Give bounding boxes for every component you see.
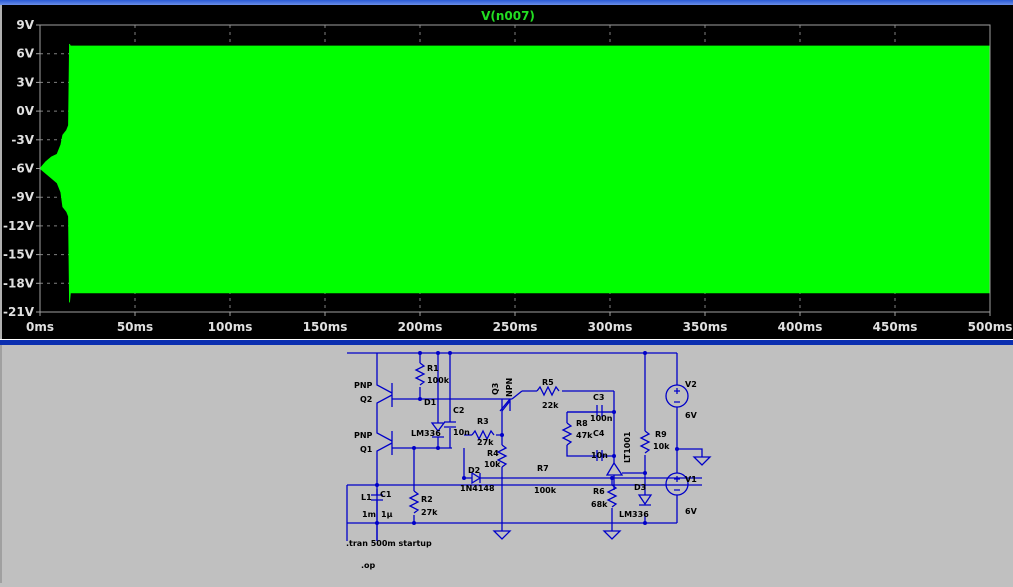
q2-ref-label[interactable]: Q2 [360,395,372,404]
c1-ref-label[interactable]: C1 [380,490,392,499]
r5-ref-label[interactable]: R5 [542,378,554,387]
x-tick-label: 400ms [778,320,823,334]
y-tick-label: -12V [3,219,35,233]
y-tick-label: -9V [11,190,34,204]
d3-value-label[interactable]: LM336 [619,510,649,519]
r8-ref-label[interactable]: R8 [576,419,588,428]
r3-ref-label[interactable]: R3 [477,417,489,426]
v2-value-label[interactable]: 6V [685,411,698,420]
c2-ref-label[interactable]: C2 [453,406,464,415]
d3-ref-label[interactable]: D3 [634,483,646,492]
c2-value-label[interactable]: 10n [453,428,470,437]
r9-value-label[interactable]: 10k [653,442,670,451]
x-tick-label: 0ms [26,320,54,334]
y-tick-label: -3V [11,133,34,147]
v1-ref-label[interactable]: V1 [685,475,697,484]
d2-value-label[interactable]: 1N4148 [460,484,495,493]
spice-directive-tran[interactable]: .tran 500m startup [346,539,432,548]
y-tick-label: 3V [16,75,34,89]
trace-vn007[interactable] [39,43,991,303]
schematic-wires [346,352,712,541]
r1-ref-label[interactable]: R1 [427,364,439,373]
r7-value-label[interactable]: 100k [534,486,557,495]
q1-ref-label[interactable]: Q1 [360,445,373,454]
r1-value-label[interactable]: 100k [427,376,450,385]
c3-ref-label[interactable]: C3 [593,393,604,402]
x-tick-label: 150ms [303,320,348,334]
pane-divider[interactable] [0,339,1013,345]
c4-value-label[interactable]: 10n [591,451,608,460]
x-tick-label: 200ms [398,320,443,334]
r4-value-label[interactable]: 10k [484,460,501,469]
r6-value-label[interactable]: 68k [591,500,608,509]
trace-layer [39,43,991,303]
v1-value-label[interactable]: 6V [685,507,698,516]
r2-ref-label[interactable]: R2 [421,495,433,504]
spice-directive-op[interactable]: .op [361,561,376,570]
r4-ref-label[interactable]: R4 [487,449,499,458]
r3-value-label[interactable]: 27k [477,438,494,447]
r2-value-label[interactable]: 27k [421,508,438,517]
y-tick-label: -6V [11,162,34,176]
x-tick-label: 450ms [873,320,918,334]
q1-type-label[interactable]: PNP [354,431,373,440]
x-tick-label: 50ms [117,320,153,334]
u1-value-label[interactable]: LT1001 [623,431,632,463]
d1-ref-label[interactable]: D1 [424,398,437,407]
q3-type-label[interactable]: NPN [505,378,514,397]
y-tick-label: -15V [3,248,35,262]
window-title-bar [0,0,1013,5]
y-tick-label: -18V [3,276,35,290]
x-tick-label: 350ms [683,320,728,334]
y-tick-label: 6V [16,47,34,61]
r8-value-label[interactable]: 47k [576,431,593,440]
r9-ref-label[interactable]: R9 [655,430,667,439]
y-tick-label: 0V [16,104,34,118]
c3-value-label[interactable]: 100n [590,414,613,423]
y-tick-label: -21V [3,305,35,319]
c1-value-label[interactable]: 1µ [381,510,393,519]
r6-ref-label[interactable]: R6 [593,487,605,496]
trace-label-vn007[interactable]: V(n007) [481,9,535,23]
r7-ref-label[interactable]: R7 [537,464,549,473]
l1-value-label[interactable]: 1m [362,510,376,519]
d2-ref-label[interactable]: D2 [468,466,480,475]
r5-value-label[interactable]: 22k [542,401,559,410]
l1-ref-label[interactable]: L1 [361,493,372,502]
d1-value-label[interactable]: LM336 [411,429,441,438]
v2-ref-label[interactable]: V2 [685,380,697,389]
x-tick-label: 250ms [493,320,538,334]
y-tick-label: 9V [16,18,34,32]
x-tick-label: 100ms [208,320,253,334]
q2-type-label[interactable]: PNP [354,381,373,390]
x-tick-label: 300ms [588,320,633,334]
q3-ref-label[interactable]: Q3 [491,383,500,395]
c4-ref-label[interactable]: C4 [593,429,605,438]
x-tick-label: 500ms [968,320,1013,334]
schematic-junctions [375,351,679,525]
